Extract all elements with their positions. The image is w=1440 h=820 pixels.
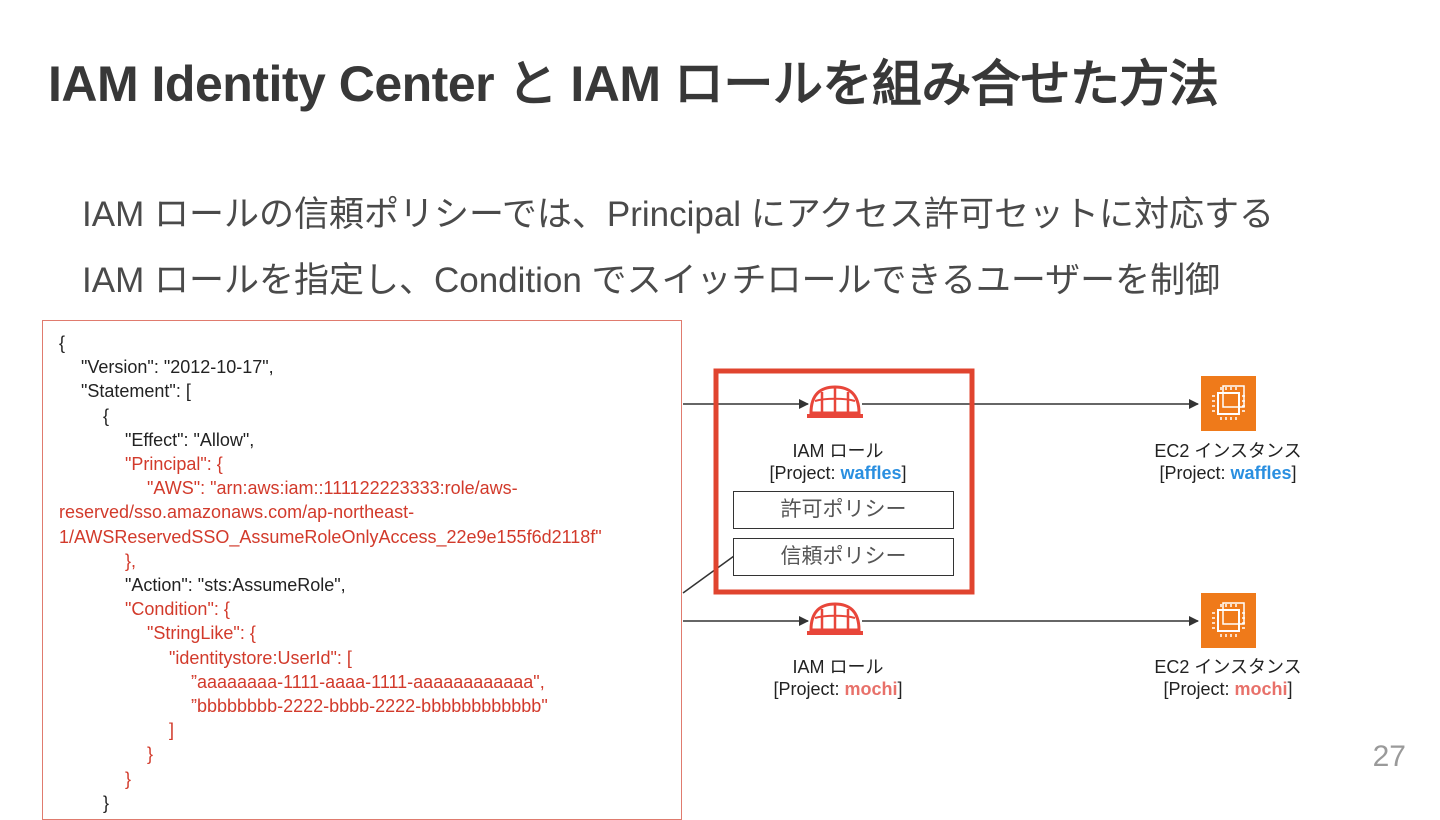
code-line: 1/AWSReservedSSO_AssumeRoleOnlyAccess_22… bbox=[59, 526, 602, 547]
iam-role-label-bottom: IAM ロール [Project: mochi] bbox=[773, 656, 902, 700]
iam-role-label-top-name: IAM ロール bbox=[792, 441, 884, 461]
ec2-label-top-name: EC2 インスタンス bbox=[1154, 441, 1302, 461]
iam-role-label-top-project: [Project: waffles] bbox=[769, 462, 906, 484]
page-number: 27 bbox=[1372, 740, 1406, 773]
code-line: { bbox=[103, 405, 110, 426]
project-name-waffles: waffles bbox=[1230, 463, 1292, 483]
trust-policy-json-box: { "Version": "2012-10-17", "Statement": [ {… bbox=[42, 320, 682, 820]
connector-line-trust-policy bbox=[682, 555, 735, 594]
code-line: "Condition": { bbox=[125, 599, 230, 620]
code-line: "Version": "2012-10-17", bbox=[81, 357, 274, 378]
ec2-instance-icon bbox=[1201, 593, 1256, 648]
project-suffix: ] bbox=[1287, 679, 1293, 699]
code-line: "StringLike": { bbox=[147, 623, 256, 644]
iam-role-helmet-icon bbox=[807, 602, 863, 635]
iam-role-label-bottom-name: IAM ロール bbox=[792, 657, 884, 677]
project-prefix: [Project: bbox=[769, 463, 841, 483]
code-line: ”aaaaaaaa-1111-aaaa-1111-aaaaaaaaaaaa", bbox=[191, 671, 545, 692]
iam-role-label-bottom-project: [Project: mochi] bbox=[773, 678, 902, 700]
project-prefix: [Project: bbox=[773, 679, 845, 699]
code-line: { bbox=[59, 333, 66, 353]
highlight-box bbox=[713, 368, 975, 595]
trust-policy-box: 信頼ポリシー bbox=[733, 538, 954, 576]
project-prefix: [Project: bbox=[1159, 463, 1231, 483]
ec2-label-top: EC2 インスタンス [Project: waffles] bbox=[1154, 440, 1301, 484]
code-line: } bbox=[103, 792, 110, 813]
lead-text-line-1: IAM ロールの信頼ポリシーでは、Principal にアクセス許可セットに対応… bbox=[82, 195, 1275, 234]
code-line: ”bbbbbbbb-2222-bbbb-2222-bbbbbbbbbbbb" bbox=[191, 696, 548, 716]
ec2-label-bottom-name: EC2 インスタンス bbox=[1154, 657, 1302, 677]
project-suffix: ] bbox=[901, 463, 907, 483]
ec2-label-top-project: [Project: waffles] bbox=[1154, 462, 1301, 484]
code-line: "Statement": [ bbox=[81, 381, 191, 402]
slide-title: IAM Identity Center と IAM ロールを組み合せた方法 bbox=[48, 56, 1219, 112]
project-name-mochi: mochi bbox=[1234, 679, 1288, 699]
code-line: } bbox=[147, 744, 154, 765]
iam-role-helmet-icon bbox=[807, 385, 863, 418]
code-line: reserved/sso.amazonaws.com/ap-northeast- bbox=[59, 502, 415, 523]
project-suffix: ] bbox=[1291, 463, 1297, 483]
iam-role-label-top: IAM ロール [Project: waffles] bbox=[769, 440, 906, 484]
code-line: } bbox=[125, 768, 132, 789]
project-name-mochi: mochi bbox=[844, 679, 898, 699]
code-line: }, bbox=[125, 550, 137, 571]
code-line: "Effect": "Allow", bbox=[125, 429, 255, 450]
ec2-label-bottom-project: [Project: mochi] bbox=[1154, 678, 1301, 700]
code-line: "identitystore:UserId": [ bbox=[169, 647, 352, 668]
lead-text-line-2: IAM ロールを指定し、Condition でスイッチロールできるユーザーを制御 bbox=[82, 261, 1221, 300]
code-line: "Principal": { bbox=[125, 454, 223, 474]
ec2-instance-icon bbox=[1201, 376, 1256, 431]
permission-policy-box: 許可ポリシー bbox=[733, 491, 954, 529]
code-line: "Action": "sts:AssumeRole", bbox=[125, 575, 346, 595]
ec2-label-bottom: EC2 インスタンス [Project: mochi] bbox=[1154, 656, 1301, 700]
code-line: "AWS": "arn:aws:iam::111122223333:role/a… bbox=[147, 478, 518, 499]
project-suffix: ] bbox=[897, 679, 903, 699]
project-prefix: [Project: bbox=[1163, 679, 1235, 699]
project-name-waffles: waffles bbox=[840, 463, 902, 483]
code-line: ] bbox=[169, 720, 175, 741]
